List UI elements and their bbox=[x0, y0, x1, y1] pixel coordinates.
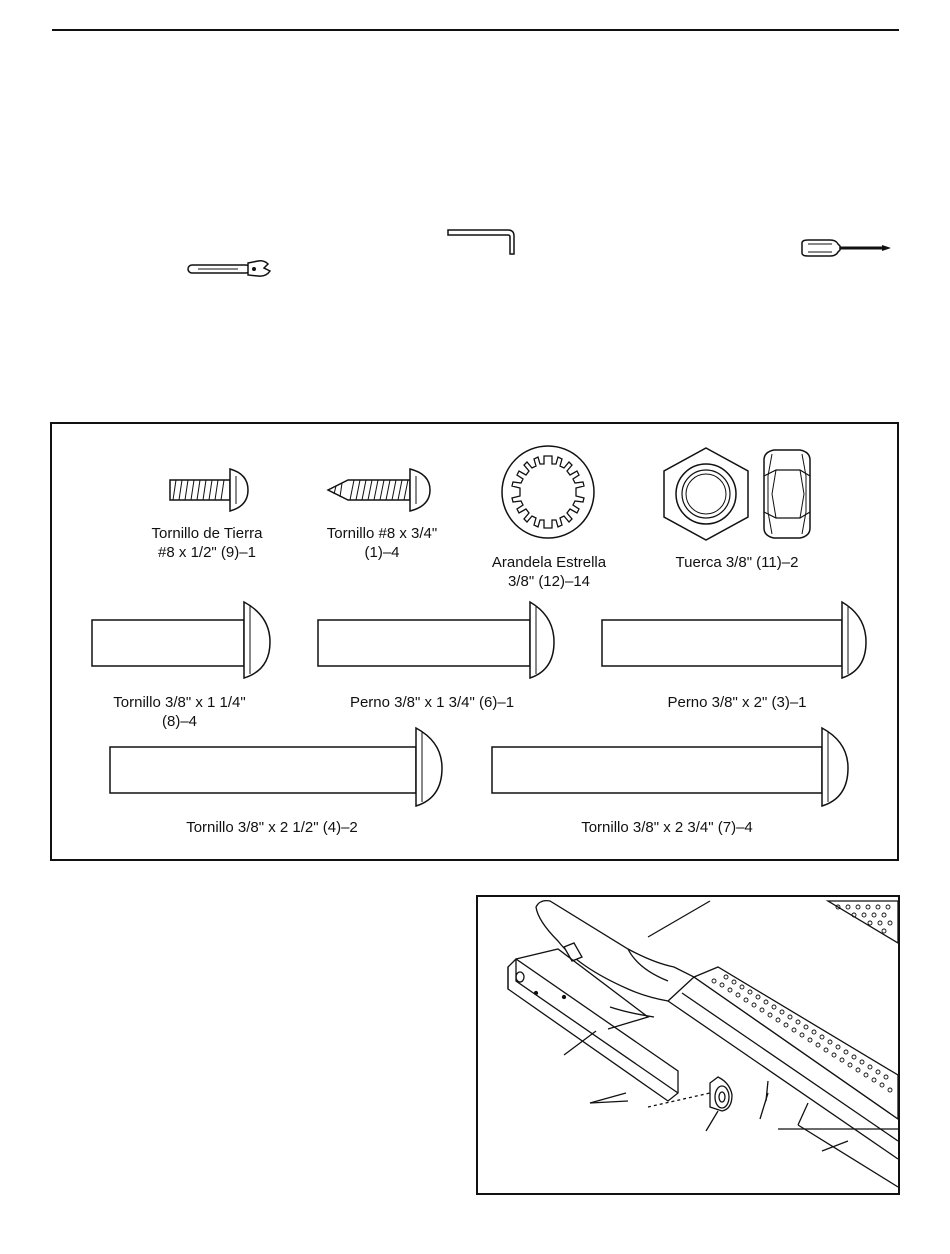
bolt-2-label: Perno 3/8" x 2" (3)–1 bbox=[632, 693, 842, 712]
star-washer-label: Arandela Estrella 3/8" (12)–14 bbox=[464, 553, 634, 591]
hex-key-icon bbox=[446, 227, 520, 257]
bolt-1-3-4-label: Perno 3/8" x 1 3/4" (6)–1 bbox=[327, 693, 537, 712]
assembly-illustration bbox=[476, 895, 900, 1195]
top-rule bbox=[52, 29, 899, 31]
screw-1-1-4-icon bbox=[90, 600, 272, 680]
treadmill-base-drawing bbox=[478, 897, 898, 1193]
star-washer-icon bbox=[498, 442, 598, 542]
screwdriver-icon bbox=[800, 238, 894, 258]
parts-identification-chart: Tornillo de Tierra #8 x 1/2" (9)–1 Torni… bbox=[50, 422, 899, 861]
screw-2-1-2-icon bbox=[108, 726, 446, 808]
adjustable-wrench-icon bbox=[186, 258, 272, 280]
bolt-1-3-4-icon bbox=[316, 600, 556, 680]
nut-label: Tuerca 3/8" (11)–2 bbox=[652, 553, 822, 572]
bolt-2-icon bbox=[600, 600, 870, 680]
nut-icon bbox=[660, 446, 816, 542]
screw-2-3-4-icon bbox=[490, 726, 850, 808]
screw-8-3-4-label: Tornillo #8 x 3/4" (1)–4 bbox=[297, 524, 467, 562]
screw-2-3-4-label: Tornillo 3/8" x 2 3/4" (7)–4 bbox=[547, 818, 787, 837]
screw-2-1-2-label: Tornillo 3/8" x 2 1/2" (4)–2 bbox=[152, 818, 392, 837]
ground-screw-icon bbox=[166, 466, 252, 516]
screw-8-3-4-icon bbox=[324, 464, 436, 516]
ground-screw-label: Tornillo de Tierra #8 x 1/2" (9)–1 bbox=[122, 524, 292, 562]
